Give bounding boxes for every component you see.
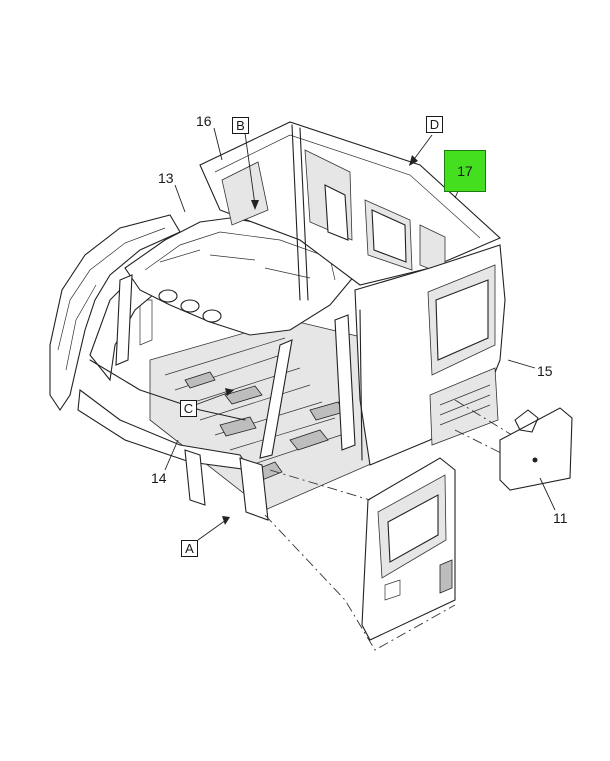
cab-roof-frame [199,121,502,301]
view-label-a: A [181,540,198,557]
access-cover-panel [499,407,573,491]
view-label-c: C [180,400,197,417]
view-label-b: B [232,117,249,134]
callout-15: 15 [537,363,553,379]
right-side-wall [354,244,506,466]
view-label-d: D [426,116,443,133]
a-pillars [115,274,356,459]
callout-16: 16 [196,113,212,129]
leader-lines [164,127,556,541]
cab-door [361,457,456,641]
callout-13: 13 [158,170,174,186]
callout-14: 14 [151,470,167,486]
phantom-lines [264,399,521,651]
callout-17-highlighted[interactable]: 17 [444,150,486,192]
callout-11: 11 [553,510,568,526]
left-fender-panel [49,214,181,411]
